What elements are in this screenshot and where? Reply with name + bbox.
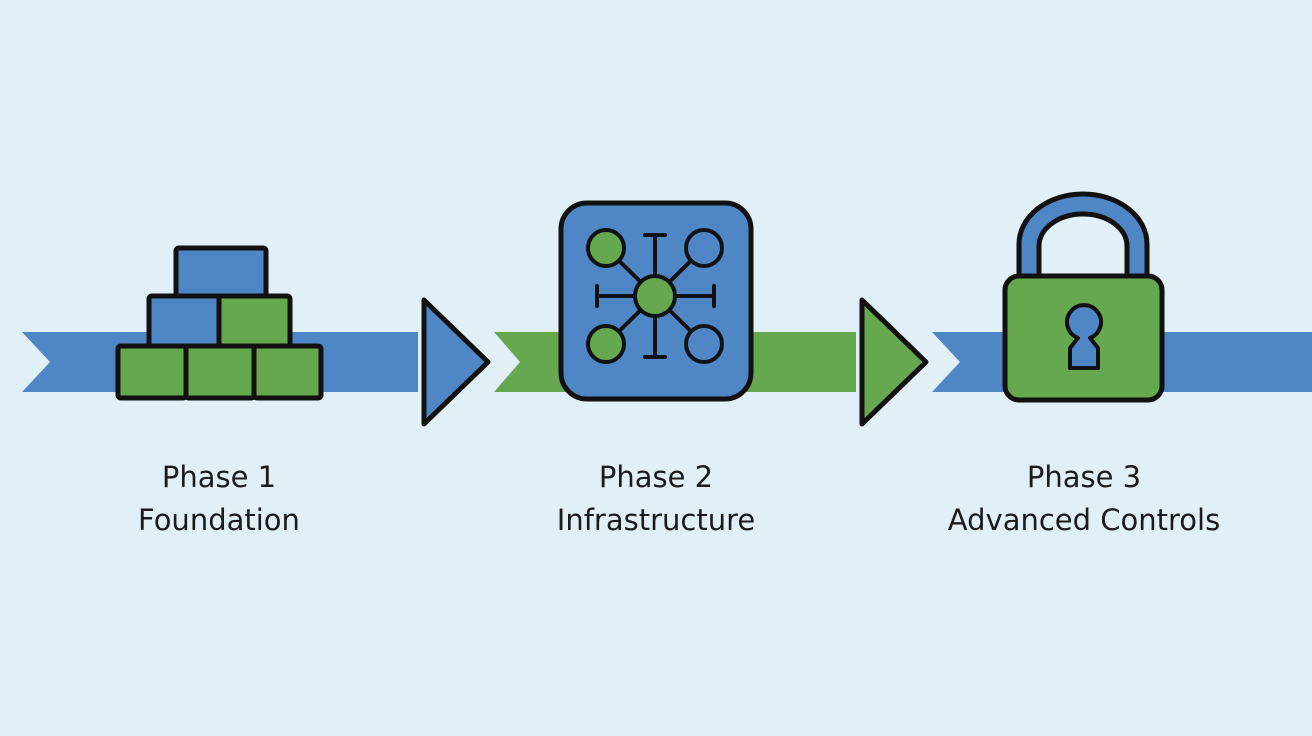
padlock-icon [1002,191,1165,403]
phase-1-title: Phase 1 [161,460,277,494]
phase-2-label: Phase 2 Infrastructure [456,456,856,542]
phase-1-label: Phase 1 Foundation [19,456,419,542]
arrow-head-2 [859,297,929,427]
phase-3-subtitle: Advanced Controls [947,503,1221,537]
network-hub-icon [558,200,754,402]
phase-3-label: Phase 3 Advanced Controls [884,456,1284,542]
stacked-blocks-icon [115,245,324,401]
arrow-head-1 [421,297,491,427]
phase-1-subtitle: Foundation [138,503,300,537]
phase-2-title: Phase 2 [598,460,714,494]
phase-2-subtitle: Infrastructure [556,503,756,537]
phase-3-title: Phase 3 [1026,460,1142,494]
keyhole-icon [1065,303,1103,370]
